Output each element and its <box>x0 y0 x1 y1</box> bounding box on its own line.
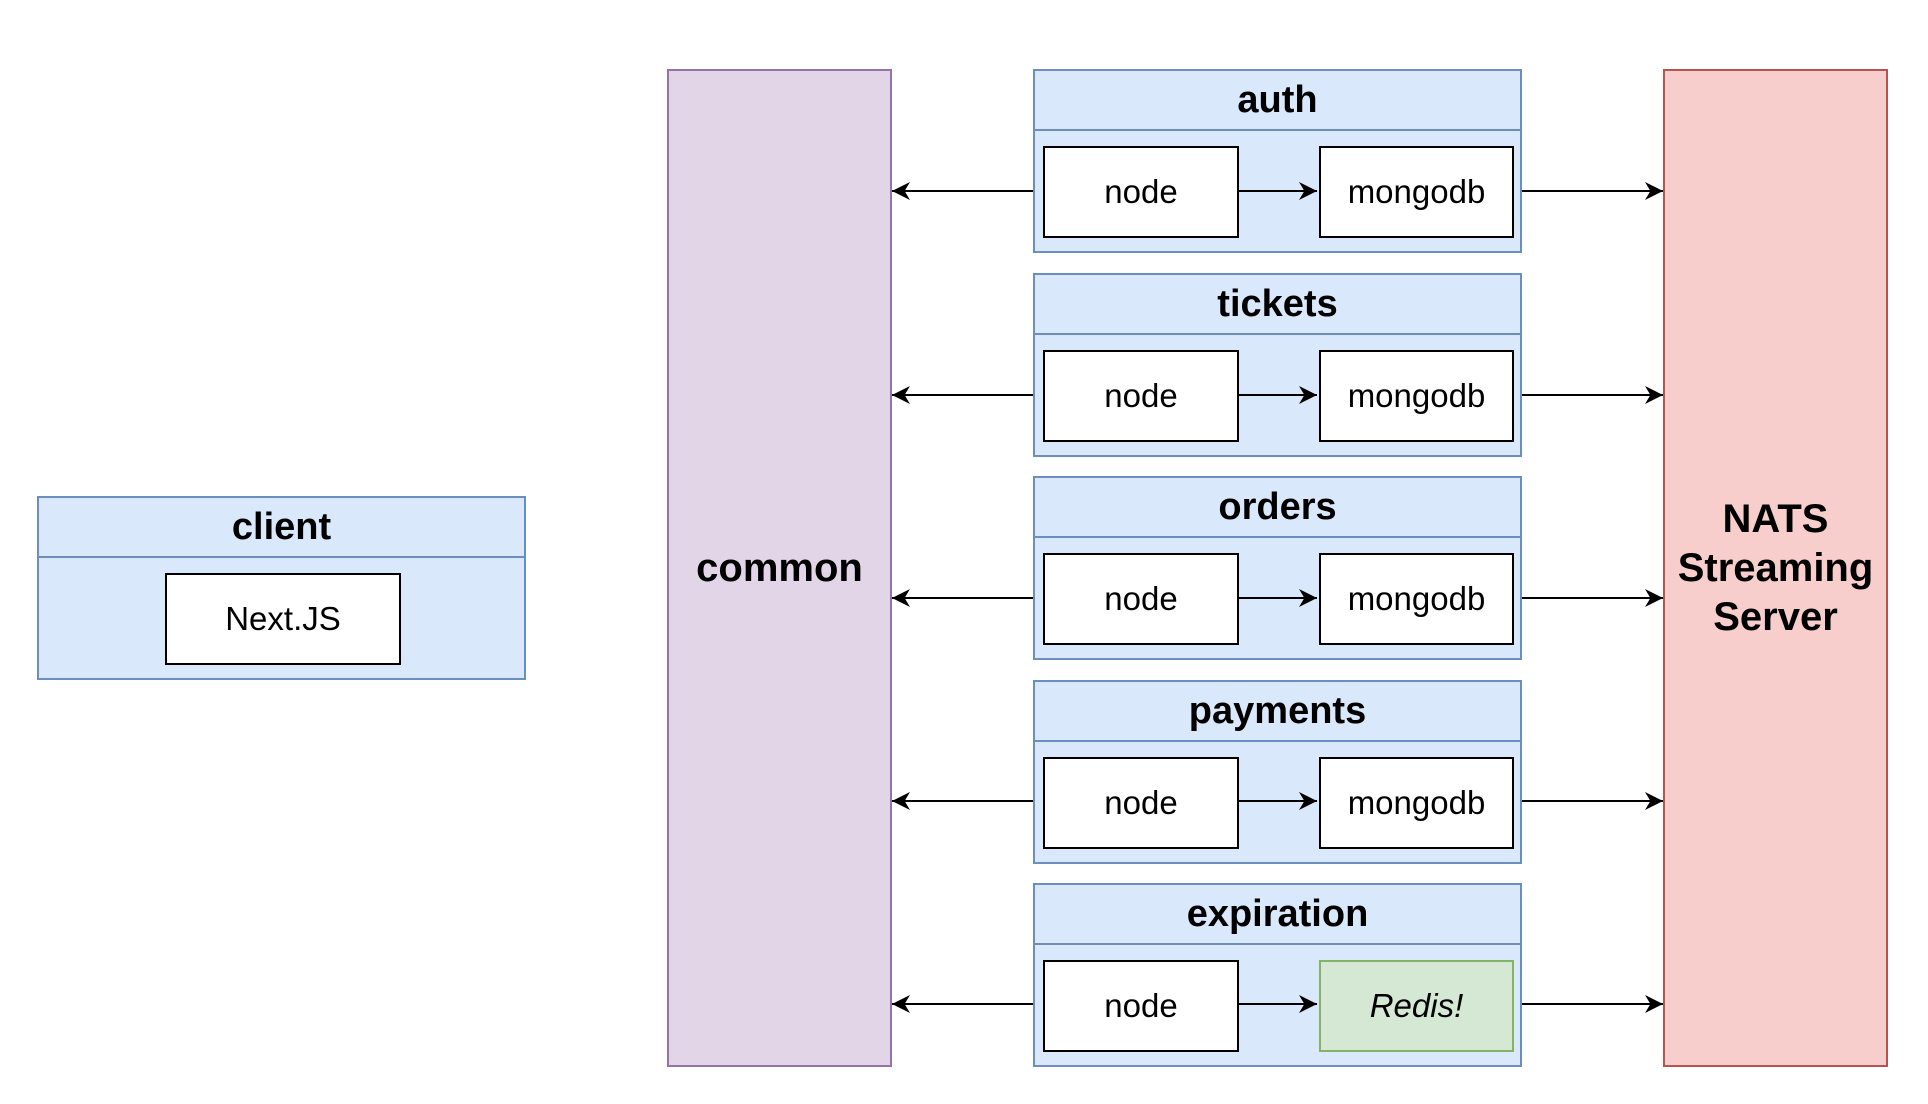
service-panel-payments: payments node mongodb <box>1033 680 1522 864</box>
mongodb-box: mongodb <box>1319 757 1514 849</box>
nats-label-line: Server <box>1713 594 1838 639</box>
mongodb-box: mongodb <box>1319 146 1514 238</box>
service-panel-auth: auth node mongodb <box>1033 69 1522 253</box>
nats-label-line: NATS <box>1722 496 1829 541</box>
client-panel: client Next.JS <box>37 496 526 680</box>
common-box: common <box>667 69 892 1067</box>
node-box: node <box>1043 757 1239 849</box>
node-box: node <box>1043 146 1239 238</box>
redis-box: Redis! <box>1319 960 1514 1052</box>
service-panel-orders: orders node mongodb <box>1033 476 1522 660</box>
mongodb-box: mongodb <box>1319 553 1514 645</box>
client-title: client <box>39 498 524 558</box>
node-box: node <box>1043 350 1239 442</box>
nextjs-box: Next.JS <box>165 573 401 665</box>
nats-streaming-server-box: NATS Streaming Server <box>1663 69 1888 1067</box>
node-box: node <box>1043 553 1239 645</box>
service-panel-expiration: expiration node Redis! <box>1033 883 1522 1067</box>
service-title: expiration <box>1035 885 1520 945</box>
mongodb-box: mongodb <box>1319 350 1514 442</box>
service-title: auth <box>1035 71 1520 131</box>
service-title: orders <box>1035 478 1520 538</box>
service-title: tickets <box>1035 275 1520 335</box>
service-title: payments <box>1035 682 1520 742</box>
common-label: common <box>696 545 863 590</box>
node-box: node <box>1043 960 1239 1052</box>
service-panel-tickets: tickets node mongodb <box>1033 273 1522 457</box>
nats-label-line: Streaming <box>1677 545 1874 590</box>
